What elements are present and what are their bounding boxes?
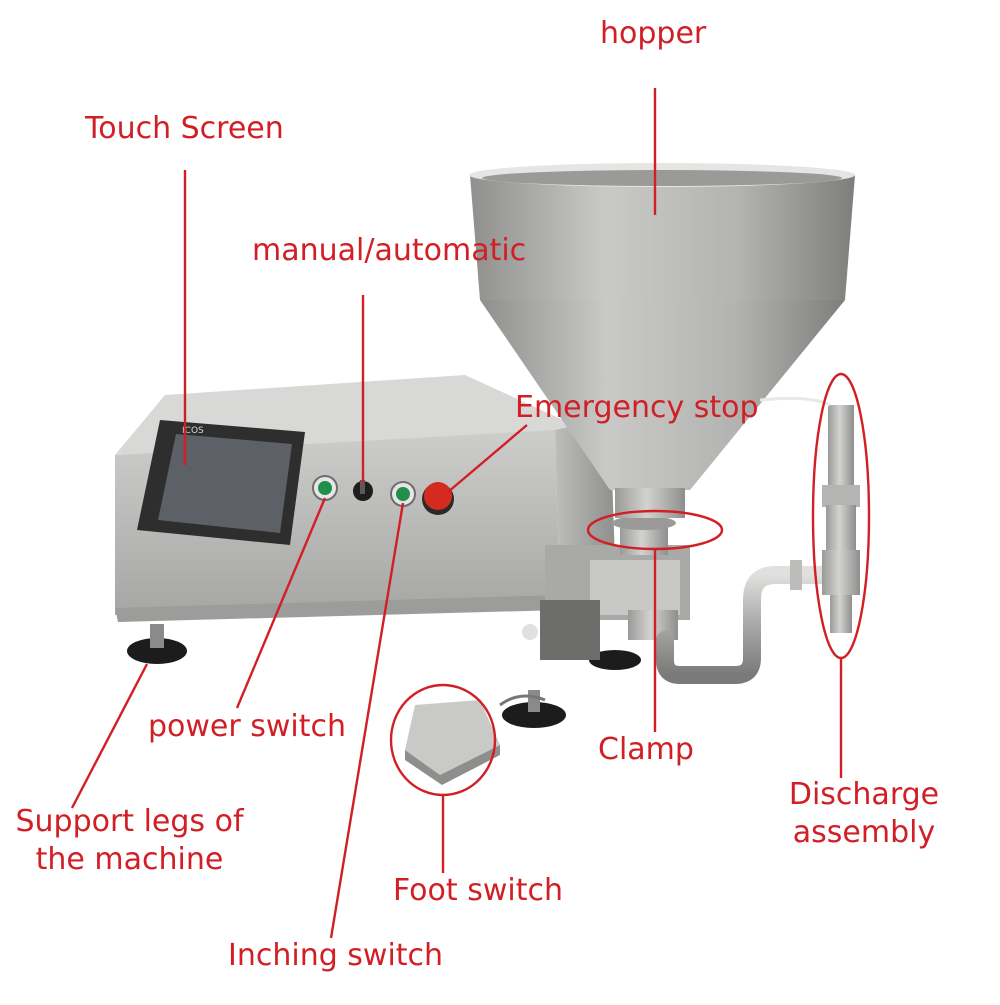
discharge-label-line1: Discharge	[788, 777, 940, 812]
clamp-label: Clamp	[598, 732, 694, 767]
emergency-stop-label: Emergency stop	[515, 390, 759, 425]
inching-switch-leader-line	[329, 502, 405, 939]
emergency-stop-leader-line	[447, 424, 528, 493]
inching-switch-indicator	[396, 487, 410, 501]
inching-switch-label: Inching switch	[228, 938, 444, 973]
discharge-pipe	[656, 560, 839, 684]
pump-assembly	[522, 516, 690, 660]
discharge-assembly-label: Discharge assembly	[788, 776, 940, 851]
support-legs-label-line2: the machine	[35, 841, 224, 877]
emergency-stop-button[interactable]	[424, 482, 452, 510]
control-panel	[312, 475, 454, 515]
manual-automatic-lever	[360, 480, 365, 494]
foot-switch[interactable]	[405, 694, 546, 785]
touch-screen-label: Touch Screen	[85, 111, 284, 146]
discharge-assembly	[759, 396, 860, 633]
power-switch-indicator	[318, 481, 332, 495]
foot-switch-label: Foot switch	[393, 873, 563, 908]
screen-brand: ICOS	[182, 426, 204, 436]
manual-automatic-label: manual/automatic	[252, 233, 527, 268]
support-legs-label: Support legs of the machine	[12, 803, 247, 878]
power-switch-leader-line	[235, 497, 327, 709]
power-switch-label: power switch	[148, 709, 347, 744]
annotation-lines	[70, 88, 871, 939]
hopper	[469, 163, 855, 518]
discharge-label-line2: assembly	[792, 814, 936, 850]
support-legs-label-line1: Support legs of	[15, 804, 244, 839]
hopper-label: hopper	[600, 16, 707, 51]
support-legs-leader-line	[70, 663, 149, 809]
touch-screen[interactable]: ICOS	[137, 420, 305, 545]
